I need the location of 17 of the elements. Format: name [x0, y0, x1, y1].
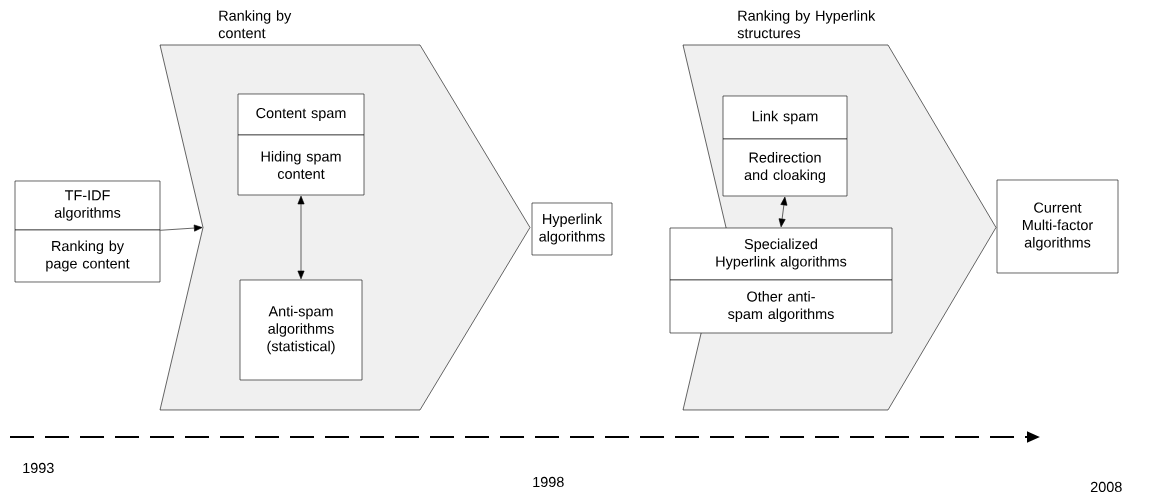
- heading: Ranking by content: [218, 10, 292, 39]
- text-box: Anti-spam algorithms (statistical): [239, 279, 363, 381]
- arrow: [297, 195, 305, 280]
- arrow: [778, 196, 788, 228]
- text-box: Hiding spam content: [237, 134, 365, 196]
- arrow: [160, 224, 203, 232]
- heading: Ranking by Hyperlink structures: [737, 10, 876, 39]
- year-label: 1998: [533, 476, 564, 488]
- text-box: Current Multi-factor algorithms: [996, 179, 1119, 274]
- text-box: Hyperlink algorithms: [531, 202, 613, 256]
- text-box: Redirection and cloaking: [722, 138, 848, 197]
- text-box: Link spam: [722, 95, 848, 140]
- text-box: Ranking by page content: [14, 229, 161, 283]
- year-label: 2008: [1090, 481, 1122, 493]
- year-label: 1993: [23, 462, 54, 474]
- text-box: Content spam: [237, 93, 365, 136]
- text-box: TF-IDF algorithms: [14, 180, 161, 231]
